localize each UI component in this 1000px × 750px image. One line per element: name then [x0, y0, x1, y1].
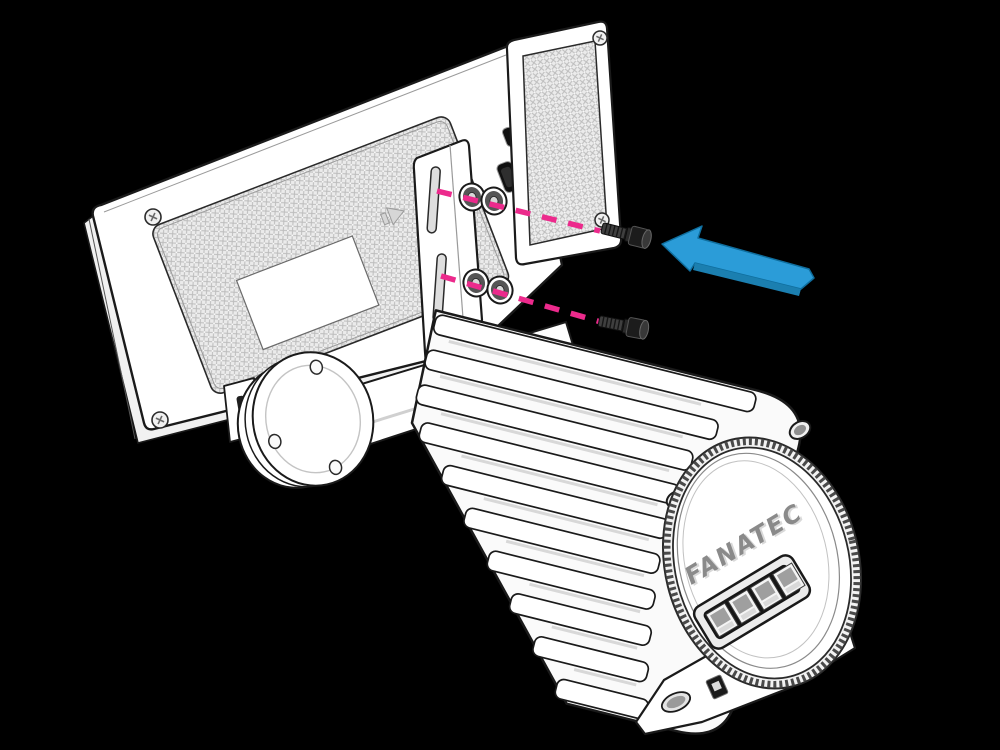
- housing-corner-hole: [788, 420, 812, 440]
- screw-guide-dashline: [440, 273, 602, 325]
- arrow-underside: [693, 263, 801, 296]
- port-cluster: [692, 554, 812, 650]
- side-vent-panel: [505, 20, 623, 266]
- corner-screw-icon: [151, 411, 169, 429]
- insert-direction-arrow: [661, 225, 815, 296]
- cooling-fins: [415, 314, 757, 720]
- panel-bezel-line: [103, 54, 507, 213]
- port-cluster-slot: [772, 562, 806, 598]
- power-port: [705, 674, 729, 700]
- bracket-fold-line: [449, 144, 464, 319]
- wheel-shaft-flange: [236, 351, 375, 489]
- port-cluster-slot: [727, 589, 762, 625]
- flange-bolt-hole: [309, 359, 324, 375]
- flange-bolt-hole: [328, 459, 343, 476]
- mounting-screw: [600, 222, 652, 249]
- mounting-screw: [597, 315, 650, 340]
- motor-housing: [410, 309, 802, 735]
- corner-screw-icon: [144, 208, 162, 226]
- bracket-slot: [426, 166, 441, 234]
- fanatec-emblem-icon: [380, 207, 405, 226]
- blank-label: [235, 235, 380, 351]
- panel-depth-line: [88, 218, 136, 440]
- knurled-ring: [663, 438, 861, 688]
- base-oval-hole: [660, 691, 692, 713]
- flange-bolt-hole: [268, 433, 282, 450]
- side-vent-mesh: [522, 40, 608, 246]
- port-cluster-slot: [749, 575, 784, 611]
- port-cluster-slot: [705, 602, 739, 638]
- corner-screw-icon: [592, 30, 608, 46]
- screw-guide-dashline: [436, 188, 601, 234]
